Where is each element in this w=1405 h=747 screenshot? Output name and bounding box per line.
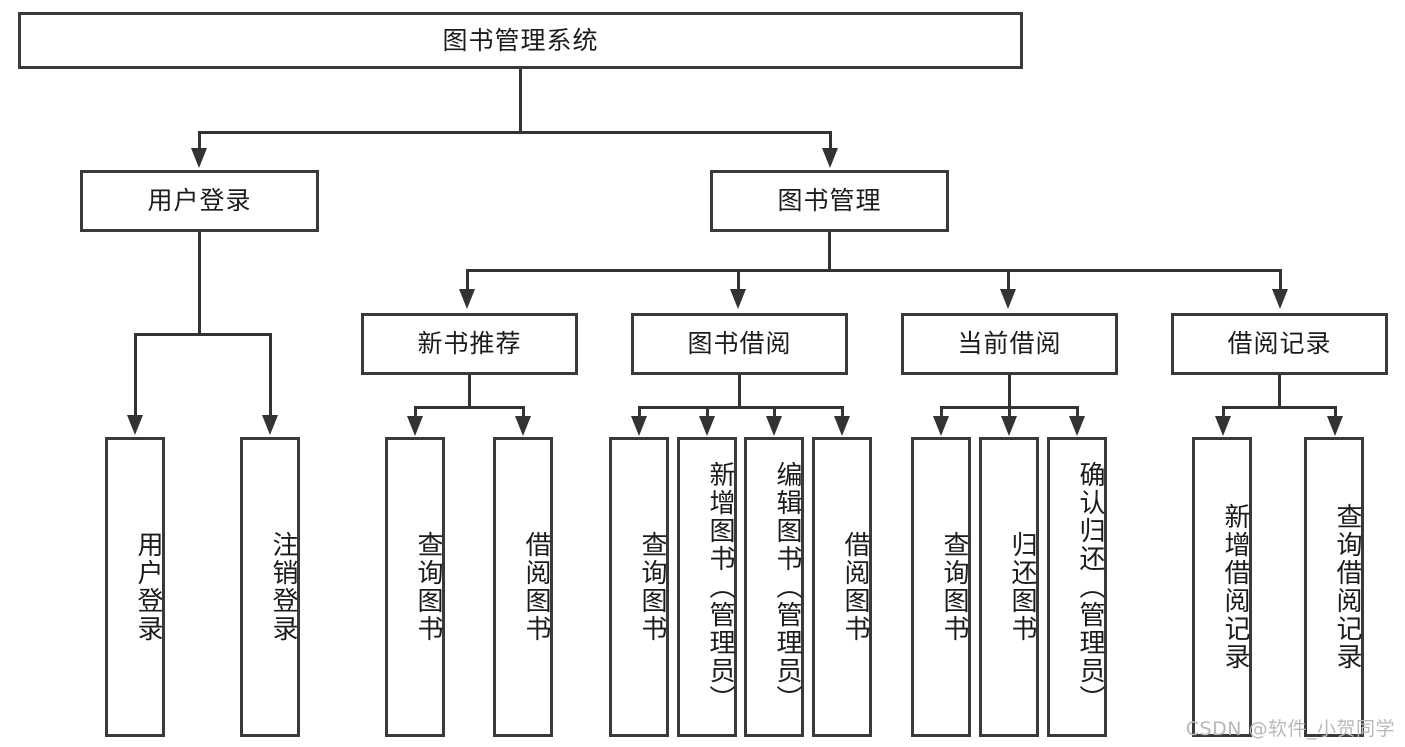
connector-root-to-user-login [198,131,201,151]
node-leaf-add-record[interactable]: 新增借阅记录 [1192,437,1252,737]
node-borrow-record[interactable]: 借阅记录 [1171,313,1388,375]
arrowhead-book-manage-to-book-borrow [730,289,746,309]
node-leaf-return-book[interactable]: 归还图书 [979,437,1039,737]
connector-book-borrow-stem [738,375,741,409]
connector-user-login-to-leaf-2 [269,333,272,418]
connector-borrow-record-to-leaf-2 [1334,406,1337,420]
node-current-borrow[interactable]: 当前借阅 [901,313,1118,375]
connector-borrow-record-bar [1222,406,1337,409]
connector-borrow-record-to-leaf-1 [1222,406,1225,420]
node-book-borrow[interactable]: 图书借阅 [631,313,848,375]
connector-new-book-stem [468,375,471,409]
connector-borrow-record-stem [1278,375,1281,409]
node-label: 新增借阅记录 [1220,503,1250,671]
connector-current-borrow-to-leaf-2 [1008,406,1011,420]
node-label: 查询借阅记录 [1332,503,1362,671]
node-label: 用户登录 [147,186,252,216]
arrowhead-current-borrow-to-leaf-3 [1069,416,1085,436]
connector-book-manage-stem [828,232,831,272]
node-label: 借阅图书 [521,531,551,643]
arrowhead-new-book-to-leaf-2 [515,416,531,436]
node-label: 当前借阅 [957,329,1062,359]
arrowhead-root-to-user-login [191,148,207,168]
node-leaf-add-book[interactable]: 新增图书（管理员） [677,437,737,737]
node-label: 新书推荐 [417,329,522,359]
node-leaf-borrow-book-1[interactable]: 借阅图书 [493,437,553,737]
node-label: 查询图书 [413,531,443,643]
connector-current-borrow-stem [1008,375,1011,409]
arrowhead-book-borrow-to-leaf-3 [766,416,782,436]
connector-new-book-to-leaf-2 [522,406,525,420]
node-leaf-query-book-1[interactable]: 查询图书 [385,437,445,737]
connector-user-login-stem [198,232,201,336]
connector-root-bar [198,131,832,134]
connector-book-borrow-bar [638,406,844,409]
node-system-root[interactable]: 图书管理系统 [18,12,1023,69]
connector-book-manage-to-new-book [466,269,469,291]
node-label: 归还图书 [1007,531,1037,643]
node-book-manage[interactable]: 图书管理 [710,170,949,232]
node-new-book-recommend[interactable]: 新书推荐 [361,313,578,375]
connector-user-login-bar [134,333,272,336]
arrowhead-current-borrow-to-leaf-2 [1001,416,1017,436]
node-label: 编辑图书（管理员） [772,461,802,713]
connector-current-borrow-to-leaf-1 [940,406,943,420]
node-leaf-confirm-return[interactable]: 确认归还（管理员） [1047,437,1107,737]
node-leaf-query-book-3[interactable]: 查询图书 [911,437,971,737]
arrowhead-borrow-record-to-leaf-1 [1215,416,1231,436]
arrowhead-user-login-to-leaf-2 [262,415,278,435]
arrowhead-book-borrow-to-leaf-2 [699,416,715,436]
connector-book-manage-bar [466,269,1282,272]
node-label: 图书管理系统 [442,25,599,55]
arrowhead-book-manage-to-borrow-record [1272,289,1288,309]
connector-new-book-bar [414,406,525,409]
node-label: 图书管理 [777,186,882,216]
node-leaf-logout-login[interactable]: 注销登录 [240,437,300,737]
node-leaf-borrow-book-2[interactable]: 借阅图书 [812,437,872,737]
connector-root-stem [519,69,522,132]
node-label: 新增图书（管理员） [705,461,735,713]
connector-new-book-to-leaf-1 [414,406,417,420]
node-label: 查询图书 [637,531,667,643]
node-leaf-query-book-2[interactable]: 查询图书 [609,437,669,737]
arrowhead-book-manage-to-current-borrow [1000,289,1016,309]
node-label: 查询图书 [939,531,969,643]
arrowhead-user-login-to-leaf-1 [127,415,143,435]
arrowhead-book-borrow-to-leaf-1 [631,416,647,436]
node-leaf-query-record[interactable]: 查询借阅记录 [1304,437,1364,737]
connector-book-borrow-to-leaf-1 [638,406,641,420]
node-user-login[interactable]: 用户登录 [80,170,319,232]
node-label: 确认归还（管理员） [1075,461,1105,713]
connector-book-manage-to-current-borrow [1007,269,1010,291]
node-leaf-user-login[interactable]: 用户登录 [105,437,165,737]
connector-user-login-to-leaf-1 [134,333,137,418]
connector-book-borrow-to-leaf-4 [841,406,844,420]
node-label: 注销登录 [268,531,298,643]
node-label: 借阅图书 [840,531,870,643]
node-label: 借阅记录 [1227,329,1332,359]
arrowhead-book-manage-to-new-book [459,289,475,309]
node-label: 用户登录 [133,531,163,643]
connector-root-to-book-manage [829,131,832,151]
connector-book-borrow-to-leaf-2 [706,406,709,420]
connector-current-borrow-to-leaf-3 [1076,406,1079,420]
node-leaf-edit-book[interactable]: 编辑图书（管理员） [744,437,804,737]
arrowhead-new-book-to-leaf-1 [407,416,423,436]
node-label: 图书借阅 [687,329,792,359]
arrowhead-current-borrow-to-leaf-1 [933,416,949,436]
arrowhead-book-borrow-to-leaf-4 [834,416,850,436]
arrowhead-borrow-record-to-leaf-2 [1327,416,1343,436]
connector-book-borrow-to-leaf-3 [773,406,776,420]
connector-book-manage-to-book-borrow [737,269,740,291]
connector-book-manage-to-borrow-record [1279,269,1282,291]
arrowhead-root-to-book-manage [822,148,838,168]
